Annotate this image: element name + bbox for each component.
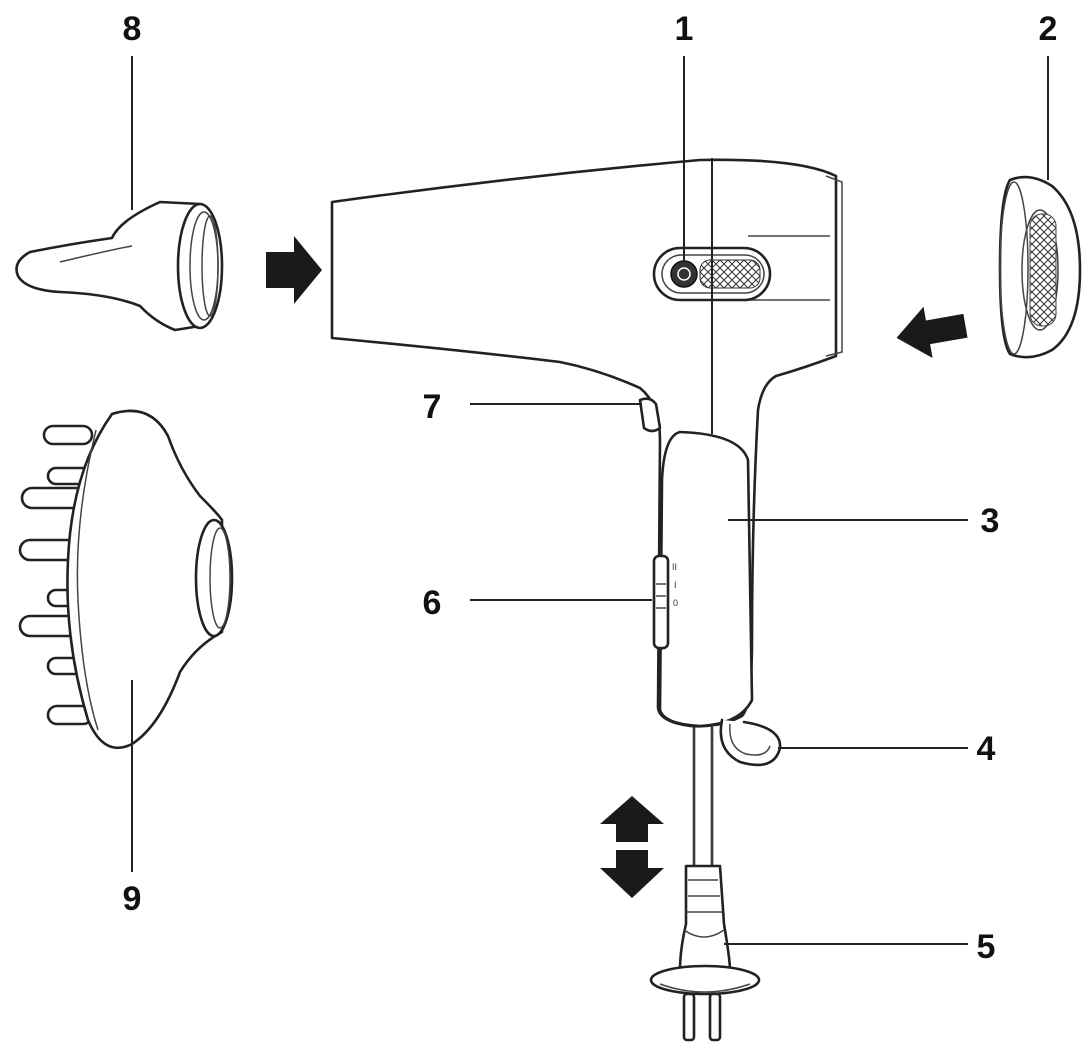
rear-filter-cover — [998, 175, 1082, 359]
cord-up-down-arrows-icon — [600, 796, 664, 898]
attach-arrow-right-icon — [266, 236, 322, 304]
callout-2: 2 — [1039, 10, 1058, 48]
switch-mark-0: 0 — [673, 598, 678, 608]
speed-switch: II I 0 — [652, 554, 678, 650]
concentrator-nozzle — [15, 200, 224, 332]
filter-attach-arrow-icon — [896, 306, 968, 358]
switch-mark-2: II — [672, 562, 677, 572]
power-cord — [692, 726, 714, 868]
callout-7: 7 — [423, 388, 442, 426]
callout-4: 4 — [977, 730, 996, 768]
hanging-loop — [719, 718, 782, 767]
callout-9: 9 — [123, 880, 142, 918]
power-plug — [649, 864, 761, 1042]
power-button — [670, 260, 698, 288]
callout-5: 5 — [977, 928, 996, 966]
callout-lines — [131, 56, 1049, 945]
callout-labels: 1 2 3 4 5 6 7 8 9 — [123, 10, 1058, 966]
callout-3: 3 — [981, 502, 1000, 540]
diffuser — [18, 409, 234, 749]
callout-1: 1 — [675, 10, 694, 48]
cool-shot-trigger — [638, 397, 662, 433]
dryer-body — [330, 158, 843, 728]
callout-6: 6 — [423, 584, 442, 622]
switch-mark-1: I — [674, 580, 677, 590]
callout-8: 8 — [123, 10, 142, 48]
